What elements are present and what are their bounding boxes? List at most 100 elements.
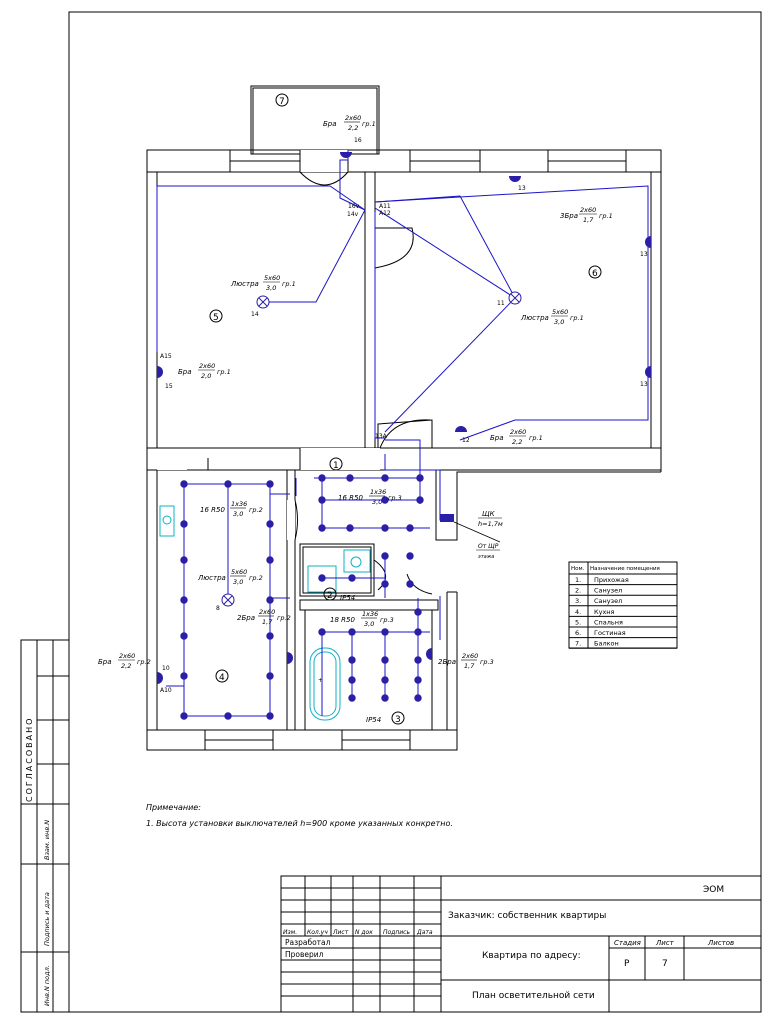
customer-text: Заказчик: собственник квартиры bbox=[448, 911, 606, 921]
svg-text:16: 16 bbox=[354, 137, 362, 144]
svg-text:11: 11 bbox=[497, 300, 505, 307]
svg-text:2х60: 2х60 bbox=[580, 206, 596, 214]
svg-text:3,0: 3,0 bbox=[233, 578, 243, 586]
stamp-row-3: Инв.N подл. bbox=[43, 965, 51, 1006]
svg-text:5х60: 5х60 bbox=[231, 568, 247, 576]
svg-text:IP54: IP54 bbox=[366, 716, 381, 724]
svg-text:15: 15 bbox=[165, 383, 173, 390]
legend-row-name: Санузел bbox=[594, 587, 622, 595]
stamp-row-1: Взам. инв.N bbox=[43, 820, 51, 860]
legend-row-number: 7. bbox=[575, 640, 581, 648]
svg-text:1,7: 1,7 bbox=[583, 216, 594, 224]
svg-text:5х60: 5х60 bbox=[552, 308, 568, 316]
legend-row-name: Гостиная bbox=[594, 629, 626, 637]
svg-text:2х60: 2х60 bbox=[345, 114, 361, 122]
stage-label: Стадия bbox=[614, 939, 641, 947]
svg-text:7: 7 bbox=[279, 97, 285, 107]
legend-row-name: Балкон bbox=[594, 640, 619, 648]
svg-text:гр.3: гр.3 bbox=[380, 616, 394, 624]
plan-name: План осветительной сети bbox=[472, 991, 595, 1001]
svg-text:От ЩР: От ЩР bbox=[478, 543, 499, 550]
svg-text:2,2: 2,2 bbox=[348, 124, 358, 132]
svg-text:гр.1: гр.1 bbox=[282, 280, 296, 288]
svg-text:ЩК: ЩК bbox=[482, 510, 496, 518]
svg-text:2х60: 2х60 bbox=[510, 428, 526, 436]
svg-text:гр.1: гр.1 bbox=[599, 212, 613, 220]
svg-text:Люстра: Люстра bbox=[230, 280, 259, 288]
svg-text:А15: А15 bbox=[160, 353, 172, 360]
note-title: Примечание: bbox=[146, 803, 201, 812]
legend-row-number: 5. bbox=[575, 618, 581, 626]
legend-row-number: 2. bbox=[575, 587, 581, 595]
legend-row-name: Санузел bbox=[594, 597, 622, 605]
svg-text:5х60: 5х60 bbox=[264, 274, 280, 282]
bathroom-fixtures: + bbox=[159, 505, 371, 721]
sheet-frame bbox=[68, 11, 762, 1013]
svg-text:гр.1: гр.1 bbox=[217, 368, 231, 376]
checked-label: Проверил bbox=[285, 950, 324, 959]
svg-text:2: 2 bbox=[327, 591, 333, 601]
developed-label: Разработал bbox=[285, 938, 331, 947]
stamp-row-2: Подпись и дата bbox=[43, 892, 51, 946]
svg-text:18 R50: 18 R50 bbox=[330, 616, 355, 624]
svg-text:3,0: 3,0 bbox=[554, 318, 564, 326]
side-stamp: СОГЛАСОВАНО Взам. инв.N Подпись и дата И… bbox=[20, 639, 70, 1013]
svg-text:10: 10 bbox=[162, 665, 170, 672]
svg-text:гр.1: гр.1 bbox=[362, 120, 376, 128]
svg-text:Люстра: Люстра bbox=[197, 574, 226, 582]
svg-text:2х60: 2х60 bbox=[462, 652, 478, 660]
svg-text:14v: 14v bbox=[347, 211, 359, 218]
svg-text:Люстра: Люстра bbox=[520, 314, 549, 322]
svg-text:А10: А10 bbox=[160, 687, 172, 694]
svg-text:гр.2: гр.2 bbox=[249, 574, 263, 582]
svg-text:13: 13 bbox=[640, 251, 648, 258]
svg-text:3Бра: 3Бра bbox=[560, 212, 578, 220]
sheet-value: 7 bbox=[662, 959, 668, 969]
legend-header-name: Назначение помещения bbox=[590, 566, 660, 572]
svg-text:6: 6 bbox=[592, 269, 598, 279]
sheet-label: Лист bbox=[655, 939, 675, 947]
svg-text:гр.2: гр.2 bbox=[137, 658, 151, 666]
svg-text:3,0: 3,0 bbox=[233, 510, 243, 518]
svg-text:2х60: 2х60 bbox=[259, 608, 275, 616]
svg-text:2Бра: 2Бра bbox=[438, 658, 456, 666]
chandelier-kitchen bbox=[221, 593, 235, 607]
chandelier-living bbox=[508, 291, 522, 305]
legend-row-name: Кухня bbox=[594, 608, 615, 616]
svg-text:2,0: 2,0 bbox=[201, 372, 211, 380]
svg-text:Бра: Бра bbox=[178, 368, 192, 376]
svg-text:16 R50: 16 R50 bbox=[338, 494, 363, 502]
svg-text:этажа: этажа bbox=[478, 554, 494, 560]
svg-text:3: 3 bbox=[395, 715, 401, 725]
legend-row-number: 6. bbox=[575, 629, 581, 637]
svg-text:IP54: IP54 bbox=[340, 594, 355, 602]
wall-sconces bbox=[157, 152, 651, 684]
svg-text:5: 5 bbox=[213, 313, 219, 323]
legend-row-number: 4. bbox=[575, 608, 581, 616]
svg-text:Бра: Бра bbox=[490, 434, 504, 442]
svg-text:Бра: Бра bbox=[98, 658, 112, 666]
svg-text:гр.1: гр.1 bbox=[529, 434, 543, 442]
svg-text:1,7: 1,7 bbox=[262, 618, 273, 626]
svg-text:гр.3: гр.3 bbox=[480, 658, 494, 666]
svg-text:1,7: 1,7 bbox=[464, 662, 475, 670]
legend-row-name: Спальня bbox=[594, 618, 623, 626]
svg-text:+: + bbox=[318, 677, 323, 684]
svg-text:3,0: 3,0 bbox=[364, 620, 374, 628]
stage-value: Р bbox=[624, 959, 630, 969]
svg-text:13А: 13А bbox=[375, 433, 388, 440]
title-block-col-header: N док bbox=[355, 929, 373, 936]
svg-text:13: 13 bbox=[640, 381, 648, 388]
svg-text:h=1,7м: h=1,7м bbox=[478, 520, 503, 528]
svg-text:2Бра: 2Бра bbox=[237, 614, 255, 622]
svg-text:1х36: 1х36 bbox=[370, 488, 386, 496]
svg-text:2,2: 2,2 bbox=[121, 662, 131, 670]
svg-text:гр.3: гр.3 bbox=[388, 494, 402, 502]
svg-text:гр.2: гр.2 bbox=[277, 614, 291, 622]
sheets-label: Листов bbox=[707, 939, 734, 947]
svg-text:3,0: 3,0 bbox=[372, 498, 382, 506]
room-legend-table: 1.Прихожая2.Санузел3.Санузел4.Кухня5.Спа… bbox=[568, 561, 678, 649]
svg-text:А12: А12 bbox=[379, 210, 391, 217]
svg-text:1х36: 1х36 bbox=[231, 500, 247, 508]
